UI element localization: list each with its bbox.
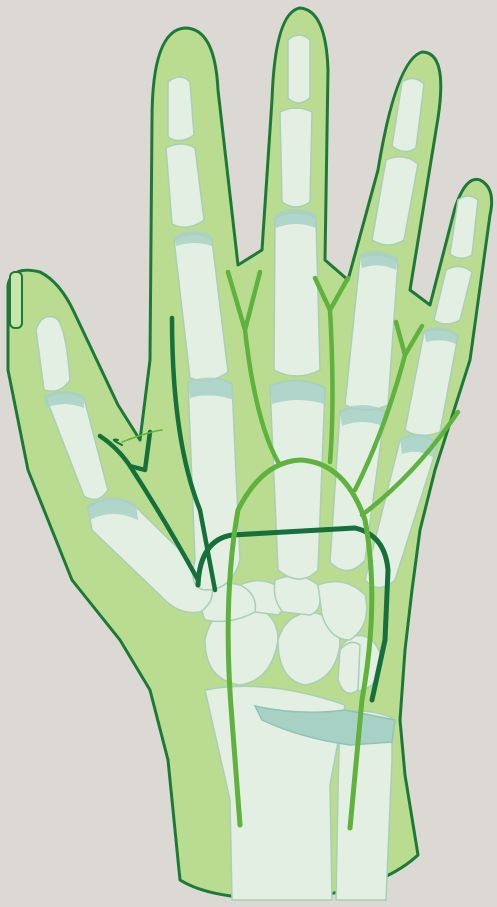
index-distal-phalanx	[168, 77, 194, 141]
carpal-pisiform	[338, 642, 360, 693]
middle-middle-phalanx	[280, 108, 312, 207]
carpal-capitate	[274, 576, 320, 615]
middle-distal-phalanx	[288, 35, 310, 103]
middle-proximal-phalanx	[274, 213, 320, 376]
middle-metacarpal	[270, 380, 325, 579]
thumb-nail	[10, 272, 22, 328]
